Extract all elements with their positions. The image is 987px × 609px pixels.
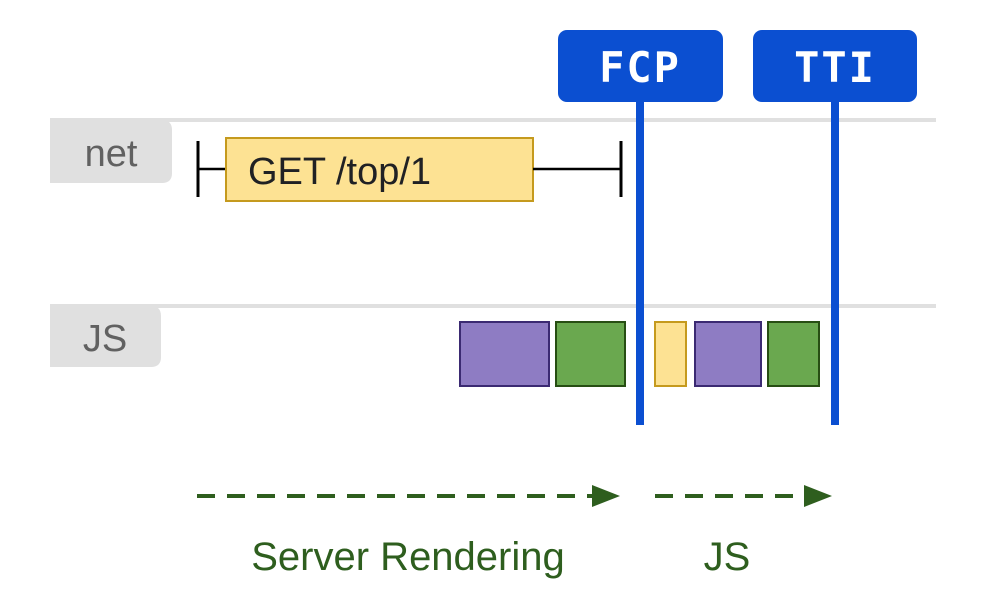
fcp-marker: FCP — [558, 30, 723, 425]
js-tasks — [459, 321, 820, 387]
js-task-green — [555, 321, 626, 387]
net-lane-label: net — [85, 133, 138, 175]
js-phase-label: JS — [704, 535, 751, 579]
net-lane-tab — [50, 120, 172, 183]
js-phase-arrow — [655, 485, 832, 507]
js-task-yellow — [654, 321, 687, 387]
request-label: GET /top/1 — [248, 151, 431, 193]
tti-marker: TTI — [753, 30, 917, 425]
js-task-green — [767, 321, 820, 387]
js-phase-arrow-head — [804, 485, 832, 507]
fcp-badge — [558, 30, 723, 102]
request-bar — [225, 137, 534, 202]
network-request: GET /top/1 — [196, 137, 623, 202]
server-rendering-arrow-head — [592, 485, 620, 507]
fcp-label: FCP — [599, 43, 681, 92]
tti-label: TTI — [794, 43, 876, 92]
tti-badge — [753, 30, 917, 102]
js-task-purple — [459, 321, 550, 387]
server-rendering-label: Server Rendering — [251, 535, 565, 579]
js-lane-label: JS — [83, 318, 127, 360]
server-rendering-arrow — [197, 485, 620, 507]
js-lane-tab — [50, 306, 161, 367]
js-task-purple — [694, 321, 762, 387]
